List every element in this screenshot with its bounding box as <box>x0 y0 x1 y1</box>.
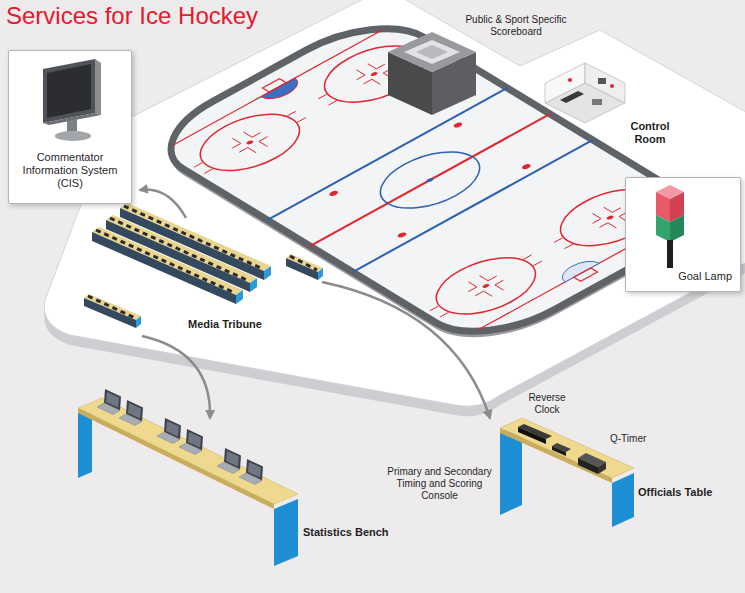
callout-box: Commentator Information System (CIS) <box>8 50 132 204</box>
control-room-illustration <box>585 63 625 103</box>
desk-illustration <box>290 256 317 270</box>
leader-arrow <box>140 190 490 418</box>
ice-rink <box>606 215 615 220</box>
media-tribune-illustration <box>250 278 257 292</box>
media-tribune-illustration <box>92 232 236 304</box>
scoreboard-illustration <box>388 32 476 72</box>
scoreboard-illustration <box>404 40 460 64</box>
statistics-bench-illustration <box>78 389 298 566</box>
part-label: Primary and Secondary Timing and Scoring… <box>382 466 497 502</box>
callout-box: Goal Lamp <box>625 177 741 292</box>
ice-rink <box>555 257 599 282</box>
officials-table-illustration <box>612 473 634 527</box>
control-room-illustration <box>545 63 625 123</box>
part-label: Statistics Bench <box>303 526 418 539</box>
statistics-bench-illustration <box>78 408 274 509</box>
ice-rink <box>418 247 554 325</box>
control-room-illustration <box>598 78 606 84</box>
ice-rink <box>182 104 318 182</box>
ice-rink <box>262 79 286 92</box>
arena-floor <box>44 0 745 416</box>
desk-illustration <box>88 296 135 318</box>
media-tribune-illustration <box>236 290 243 304</box>
part-label: Control Room <box>626 120 674 146</box>
statistics-bench-illustration <box>179 429 203 455</box>
arena-floor <box>44 0 745 406</box>
ice-rink <box>261 78 305 103</box>
ice-rink <box>481 283 490 288</box>
box-label: Commentator Information System (CIS) <box>9 151 131 203</box>
ice-rink <box>245 140 254 145</box>
statistics-bench-illustration <box>119 400 143 426</box>
ice-rink <box>574 268 598 281</box>
ice-rink <box>362 141 498 219</box>
statistics-bench-illustration <box>78 398 298 504</box>
media-tribune-illustration <box>264 266 271 280</box>
officials-table-illustration <box>500 418 634 478</box>
statistics-bench-illustration <box>157 418 181 444</box>
ice-rink <box>328 190 340 197</box>
officials-table-illustration <box>500 428 612 483</box>
ice-rink <box>520 163 532 170</box>
leader-arrow <box>322 282 490 418</box>
part-label: Q-Timer <box>610 433 665 445</box>
control-room-illustration <box>545 63 585 103</box>
statistics-bench-illustration <box>217 448 241 474</box>
scoreboard-illustration <box>416 45 448 59</box>
leader-arrow <box>140 190 186 218</box>
statistics-bench-illustration <box>239 459 263 485</box>
lamp-icon <box>626 178 740 270</box>
statistics-bench-illustration <box>274 499 298 566</box>
control-room-illustration <box>610 84 614 88</box>
desk-illustration <box>84 254 323 328</box>
media-tribune-illustration <box>96 230 235 293</box>
part-label: Media Tribune <box>188 318 283 331</box>
scoreboard-illustration <box>388 32 476 115</box>
officials-table-illustration <box>518 427 546 444</box>
control-room-illustration <box>560 91 584 103</box>
ice-rink <box>187 39 673 321</box>
ice-rink <box>267 88 507 220</box>
part-label: Reverse Clock <box>522 392 572 416</box>
ice-rink <box>370 71 379 76</box>
ice-rink <box>452 122 464 129</box>
part-label: Officials Table <box>638 486 738 499</box>
ice-rink <box>425 177 434 182</box>
ice-rink <box>396 232 408 239</box>
statistics-bench-illustration <box>97 389 121 415</box>
officials-table-illustration <box>578 458 598 474</box>
desk-illustration <box>136 316 141 328</box>
ice-rink <box>173 30 382 145</box>
ice-rink <box>353 140 593 272</box>
part-label: Public & Sport Specific Scoreboard <box>462 14 570 38</box>
media-tribune-illustration <box>92 227 243 295</box>
page-title: Services for Ice Hockey <box>6 2 258 30</box>
box-label: Goal Lamp <box>626 270 740 291</box>
desk-illustration <box>84 298 136 328</box>
control-room-illustration <box>592 99 602 105</box>
control-room-illustration <box>568 78 572 82</box>
desk-illustration <box>318 268 323 280</box>
officials-table-illustration <box>552 446 566 456</box>
media-tribune-illustration <box>92 203 271 304</box>
monitor-icon <box>9 51 131 151</box>
officials-table-illustration <box>598 462 606 474</box>
ice-rink <box>310 114 550 246</box>
leader-arrow <box>142 336 210 418</box>
